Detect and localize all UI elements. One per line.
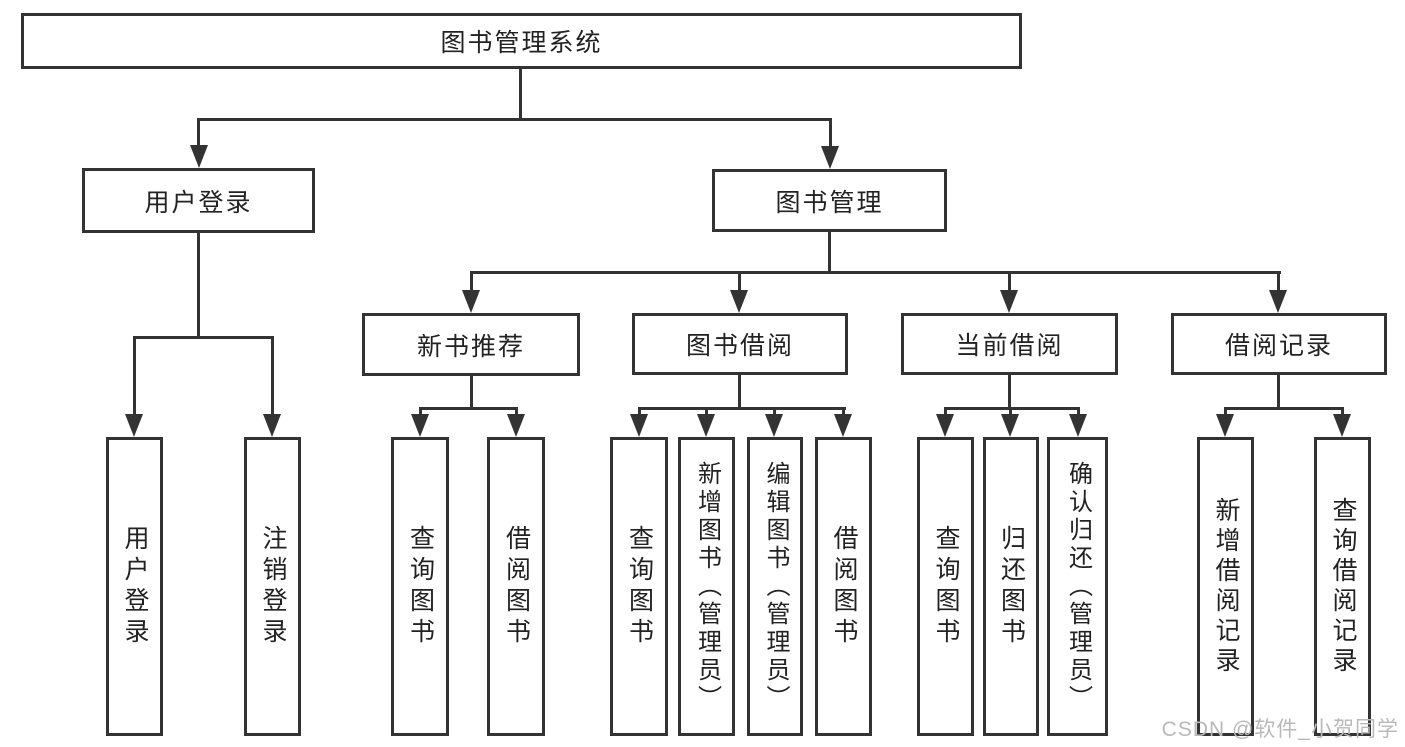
- connector-stem: [470, 374, 473, 410]
- connector-drop: [738, 271, 741, 291]
- arrow-down-icon: [411, 414, 429, 437]
- node-new-book-recommend: 新书推荐: [362, 313, 580, 376]
- connector-drop: [829, 118, 832, 149]
- connector-rail: [133, 336, 274, 339]
- connector-rail: [638, 407, 846, 410]
- connector-stem: [1277, 373, 1280, 410]
- arrow-down-icon: [125, 414, 143, 437]
- connector-root-stem: [519, 67, 522, 120]
- node-leaf-query-books-current: 查询图书: [917, 437, 974, 736]
- node-leaf-add-borrow-record: 新增借阅记录: [1197, 437, 1254, 736]
- node-book-borrow: 图书借阅: [632, 313, 848, 375]
- connector-drop: [419, 407, 422, 416]
- arrow-down-icon: [263, 414, 281, 437]
- arrow-down-icon: [630, 414, 648, 437]
- connector-l3-rail: [470, 271, 1281, 274]
- arrow-down-icon: [1000, 290, 1018, 313]
- connector-drop: [773, 407, 776, 416]
- arrow-down-icon: [1069, 414, 1087, 437]
- connector-drop: [1008, 271, 1011, 291]
- node-leaf-add-book-admin: 新增图书（管理员）: [678, 437, 735, 736]
- node-leaf-return-book: 归还图书: [983, 437, 1039, 736]
- node-borrow-record: 借阅记录: [1171, 313, 1387, 375]
- connector-stem: [738, 373, 741, 410]
- connector-drop: [271, 336, 274, 416]
- connector-drop: [197, 118, 200, 149]
- connector-drop: [842, 407, 845, 416]
- arrow-down-icon: [765, 414, 783, 437]
- arrow-down-icon: [834, 414, 852, 437]
- csdn-watermark: CSDN @软件_小贺同学: [1161, 718, 1399, 741]
- node-root: 图书管理系统: [21, 13, 1022, 69]
- node-leaf-borrow-books-recommend: 借阅图书: [487, 437, 545, 736]
- connector-rail: [944, 407, 1080, 410]
- arrow-down-icon: [1001, 414, 1019, 437]
- node-leaf-edit-book-admin: 编辑图书（管理员）: [747, 437, 803, 736]
- connector-drop: [515, 407, 518, 416]
- connector-drop: [1224, 407, 1227, 416]
- connector-l1-rail: [198, 118, 832, 121]
- connector-drop: [638, 407, 641, 416]
- arrow-down-icon: [507, 414, 525, 437]
- node-leaf-borrow-books-2: 借阅图书: [815, 437, 872, 736]
- connector-drop: [705, 407, 708, 416]
- node-leaf-query-borrow-record: 查询借阅记录: [1314, 437, 1371, 736]
- connector-stem: [197, 231, 200, 339]
- arrow-down-icon: [821, 146, 839, 169]
- connector-drop: [1009, 407, 1012, 416]
- connector-stem: [1008, 373, 1011, 410]
- arrow-down-icon: [190, 145, 208, 168]
- node-leaf-query-books-recommend: 查询图书: [391, 437, 449, 736]
- connector-drop: [1341, 407, 1344, 416]
- connector-drop: [1077, 407, 1080, 416]
- arrow-down-icon: [1216, 414, 1234, 437]
- node-leaf-logout: 注销登录: [244, 437, 301, 736]
- node-book-management: 图书管理: [712, 169, 947, 232]
- arrow-down-icon: [936, 414, 954, 437]
- connector-stem: [828, 230, 831, 274]
- connector-drop: [470, 271, 473, 291]
- node-leaf-user-login: 用户登录: [106, 437, 163, 736]
- node-current-borrow: 当前借阅: [901, 313, 1118, 375]
- arrow-down-icon: [697, 414, 715, 437]
- connector-rail: [419, 407, 518, 410]
- arrow-down-icon: [1333, 414, 1351, 437]
- node-leaf-confirm-return-admin: 确认归还（管理员）: [1047, 437, 1108, 736]
- connector-drop: [133, 336, 136, 416]
- connector-drop: [1277, 271, 1280, 291]
- connector-drop: [944, 407, 947, 416]
- connector-rail: [1224, 407, 1344, 410]
- arrow-down-icon: [1269, 290, 1287, 313]
- arrow-down-icon: [730, 290, 748, 313]
- node-user-login: 用户登录: [82, 168, 315, 233]
- arrow-down-icon: [462, 290, 480, 313]
- node-leaf-query-books-borrow: 查询图书: [610, 437, 668, 736]
